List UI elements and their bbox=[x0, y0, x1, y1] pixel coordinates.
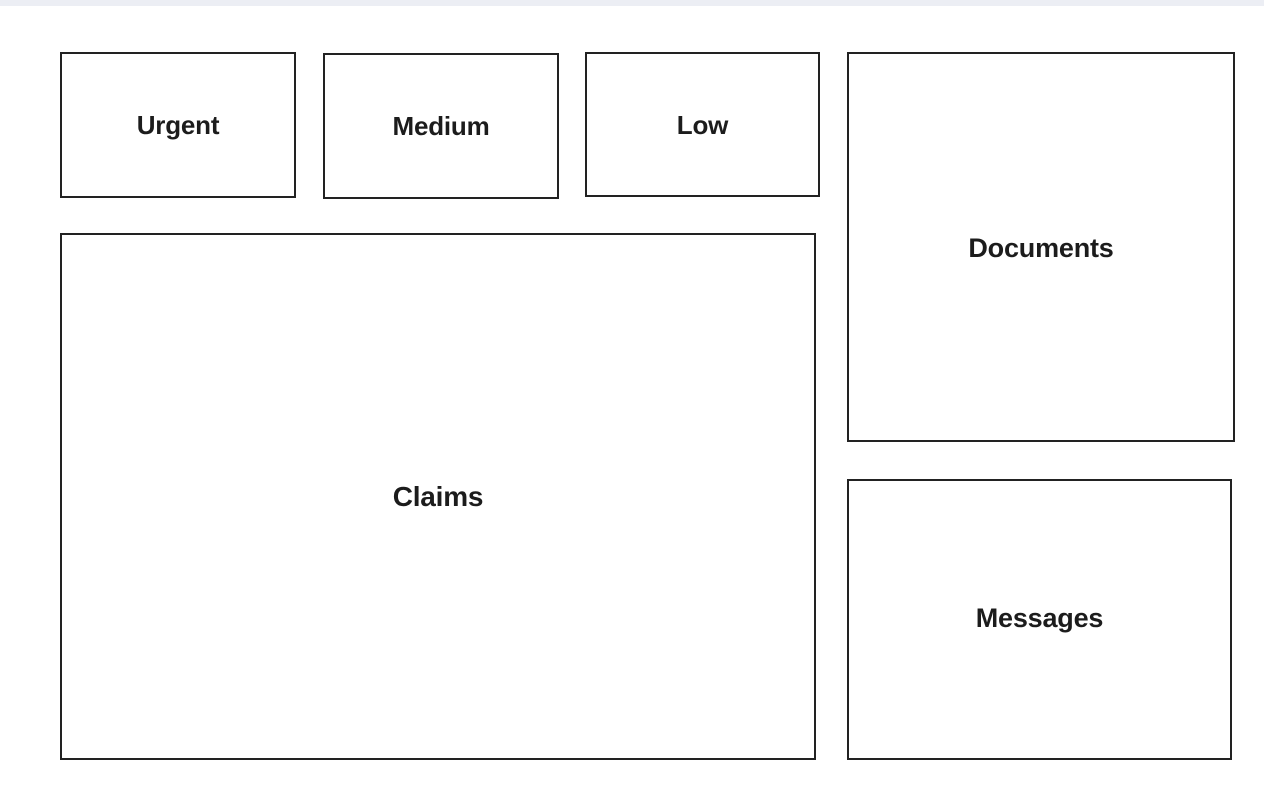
documents-panel-label: Documents bbox=[968, 233, 1114, 263]
priority-tile-medium-label: Medium bbox=[392, 111, 490, 141]
documents-panel[interactable]: Documents bbox=[847, 52, 1235, 442]
priority-tile-urgent[interactable]: Urgent bbox=[60, 52, 296, 198]
messages-panel-label: Messages bbox=[975, 603, 1104, 633]
app-root: Urgent Medium Low Claims Documents Messa… bbox=[0, 6, 1264, 790]
priority-tile-low-label: Low bbox=[676, 109, 729, 140]
priority-tile-medium[interactable]: Medium bbox=[323, 53, 559, 199]
top-window-strip bbox=[0, 0, 1264, 6]
messages-panel[interactable]: Messages bbox=[847, 479, 1232, 760]
claims-panel-label: Claims bbox=[392, 480, 484, 512]
claims-panel[interactable]: Claims bbox=[60, 233, 816, 760]
priority-tile-urgent-label: Urgent bbox=[136, 110, 220, 140]
priority-tile-low[interactable]: Low bbox=[585, 52, 820, 197]
